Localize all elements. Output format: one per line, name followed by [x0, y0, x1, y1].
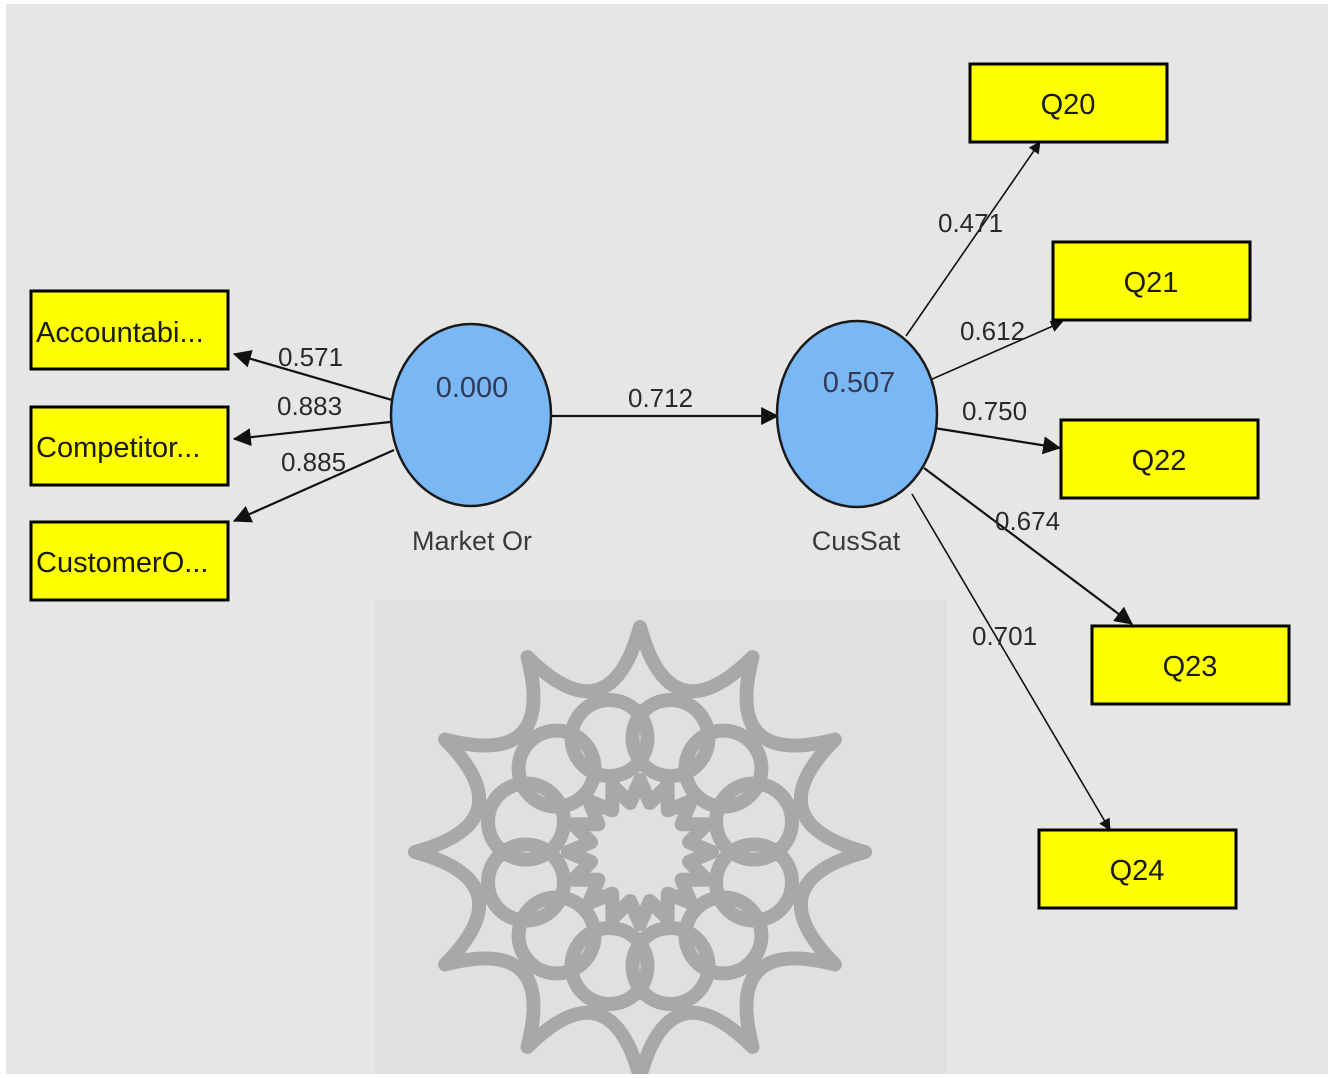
construct-market-or[interactable]: 0.000 Market Or	[389, 322, 553, 556]
indicator-label: Q23	[1163, 651, 1218, 683]
loading-q22: 0.750	[962, 396, 1027, 426]
indicator-label: Q20	[1041, 89, 1096, 121]
construct-name: Market Or	[412, 526, 532, 556]
edge-marketor-accountability	[232, 350, 393, 402]
edge-cussat-q22	[933, 426, 1062, 455]
loading-customer: 0.885	[281, 447, 346, 477]
edge-cussat-q24	[911, 493, 1111, 831]
path-coefficient: 0.712	[628, 383, 693, 413]
construct-r2-value: 0.000	[436, 372, 509, 404]
indicator-q21[interactable]: Q21	[1051, 240, 1252, 322]
indicator-label: CustomerO...	[36, 547, 208, 579]
indicator-q20[interactable]: Q20	[968, 62, 1169, 144]
edge-cussat-q21	[929, 320, 1063, 381]
edge-marketor-competitor	[232, 420, 391, 447]
indicator-competitor[interactable]: Competitor...	[29, 405, 230, 487]
edge-cussat-q20	[905, 141, 1041, 337]
indicator-label: Competitor...	[36, 432, 200, 464]
loading-q23: 0.674	[995, 506, 1060, 536]
edge-marketor-customer	[232, 448, 395, 523]
indicator-customer[interactable]: CustomerO...	[29, 520, 230, 602]
indicator-q24[interactable]: Q24	[1037, 828, 1238, 910]
loading-q24: 0.701	[972, 621, 1037, 651]
loading-accountability: 0.571	[278, 342, 343, 372]
watermark-logo	[375, 600, 947, 1074]
indicator-accountability[interactable]: Accountabi...	[29, 289, 230, 371]
construct-cussat[interactable]: 0.507 CusSat	[775, 319, 939, 556]
loading-q21: 0.612	[960, 316, 1025, 346]
construct-name: CusSat	[812, 526, 901, 556]
construct-r2-value: 0.507	[823, 367, 896, 399]
loading-competitor: 0.883	[277, 391, 342, 421]
indicator-q23[interactable]: Q23	[1090, 624, 1291, 706]
indicator-label: Accountabi...	[36, 317, 204, 349]
loading-q20: 0.471	[938, 208, 1003, 238]
indicator-q22[interactable]: Q22	[1059, 418, 1260, 500]
watermark-inner-star	[561, 773, 719, 931]
indicator-label: Q24	[1110, 855, 1165, 887]
watermark-ring-circle	[709, 776, 799, 867]
indicator-label: Q22	[1132, 445, 1187, 477]
path-model-diagram: Accountabi... Competitor... CustomerO...…	[29, 62, 1291, 1074]
model-canvas: Accountabi... Competitor... CustomerO...…	[6, 4, 1328, 1074]
watermark-ring-circle	[564, 693, 655, 783]
indicator-label: Q21	[1124, 267, 1179, 299]
watermark-ring-circle	[625, 921, 716, 1011]
watermark-outer-star	[408, 620, 872, 1074]
edge-cussat-q23	[923, 467, 1133, 625]
watermark-ring-circle	[481, 837, 571, 928]
